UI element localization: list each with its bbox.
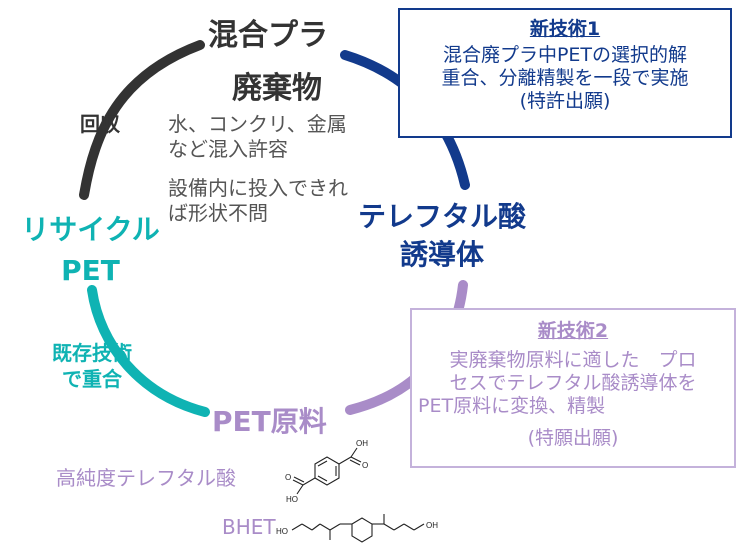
tech2-line1: 実廃棄物原料に適した プロ (449, 349, 697, 371)
mixed-plastic-line2: 廃棄物 (232, 70, 322, 106)
label-existing-tech: 既存技術 で重合 (52, 340, 132, 392)
impurity-line2: など混入許容 (168, 137, 288, 161)
node-pet-raw-material: PET原料 (212, 405, 327, 438)
terephthalic-line2: 誘導体 (400, 237, 485, 271)
new-tech-2-box: 新技術2 実廃棄物原料に適した プロ セスでテレフタル酸誘導体を PET原料に変… (410, 308, 736, 468)
shape-line2: ば形状不問 (168, 201, 268, 225)
shape-line1: 設備内に投入できれ (168, 176, 348, 200)
recycle-line2: PET (61, 253, 120, 287)
mixed-plastic-line1: 混合プラ (208, 18, 328, 53)
tech2-line2: セスでテレフタル酸誘導体を (449, 371, 697, 394)
new-tech-2-description: 実廃棄物原料に適した プロ セスでテレフタル酸誘導体を PET原料に変換、精製 … (412, 349, 734, 450)
tech1-line3: (特許出願) (519, 89, 611, 112)
note-shape-independence: 設備内に投入できれ ば形状不問 (168, 176, 348, 226)
tech1-line1: 混合廃プラ中PETの選択的解 (442, 44, 688, 66)
polymerization-arc (87, 285, 210, 417)
label-bhet: BHET (222, 515, 276, 539)
node-terephthalic-derivative: テレフタル酸 誘導体 (358, 198, 526, 274)
tech2-line3: PET原料に変換、精製 (418, 394, 606, 417)
label-high-purity-tpa: 高純度テレフタル酸 (56, 466, 236, 490)
node-mixed-plastic-waste: 混合プラ 廃棄物 (208, 10, 328, 115)
new-tech-2-title: 新技術2 (537, 320, 609, 342)
existing-line1: 既存技術 (52, 341, 132, 365)
new-tech-1-title: 新技術1 (529, 18, 601, 40)
label-collection: 回収 (80, 112, 120, 136)
impurity-line1: 水、コンクリ、金属 (168, 112, 347, 136)
collection-arc (79, 40, 205, 200)
terephthalic-line1: テレフタル酸 (358, 200, 527, 233)
tech1-line2: 重合、分離精製を一段で実施 (441, 66, 689, 89)
new-tech-1-description: 混合廃プラ中PETの選択的解 重合、分離精製を一段で実施 (特許出願) (400, 44, 730, 112)
recycle-line1: リサイクル (21, 213, 160, 246)
note-impurity-tolerance: 水、コンクリ、金属 など混入許容 (168, 112, 347, 162)
node-recycle-pet: リサイクル PET (8, 210, 173, 291)
existing-line2: で重合 (62, 367, 122, 391)
new-tech-1-box: 新技術1 混合廃プラ中PETの選択的解 重合、分離精製を一段で実施 (特許出願) (398, 8, 732, 138)
tech2-line4: (特願出願) (527, 427, 619, 450)
